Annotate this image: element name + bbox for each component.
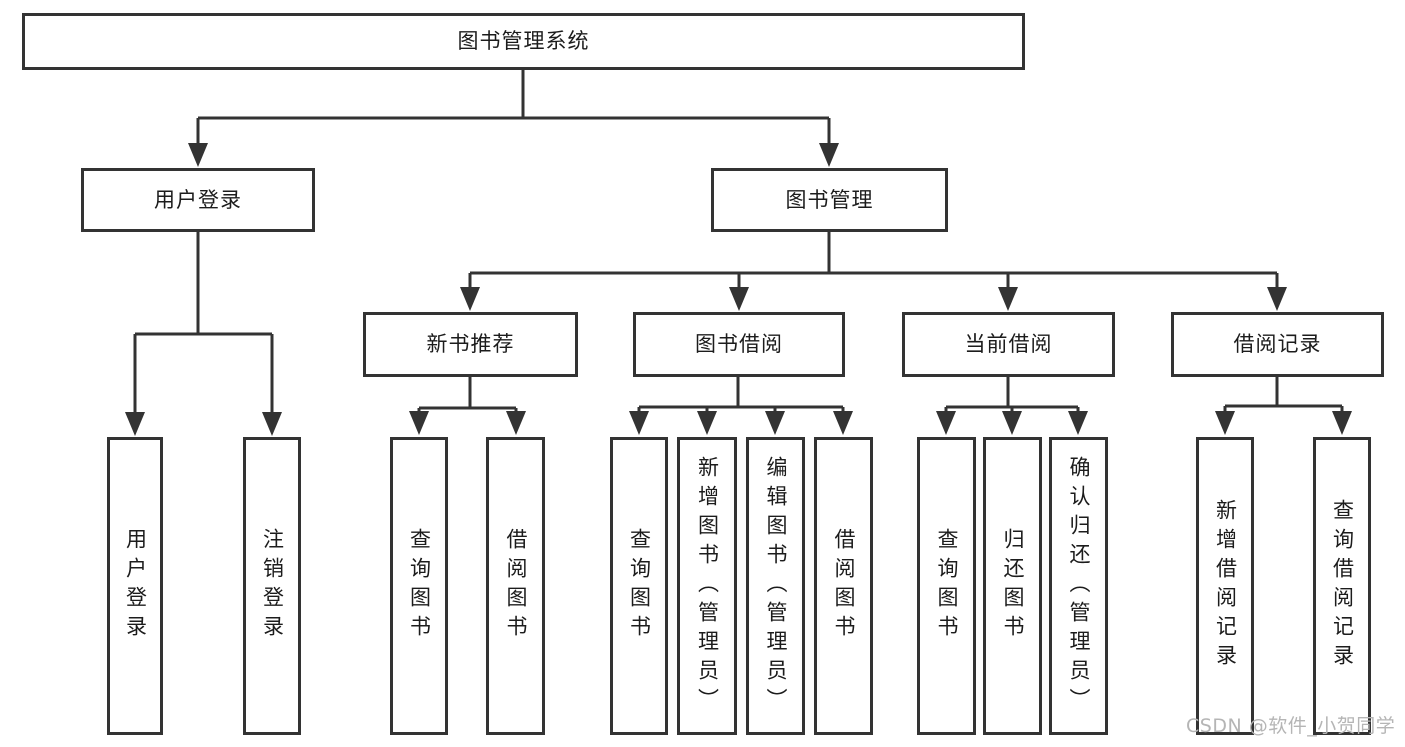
leaf-borrow-books: 借阅图书 — [814, 437, 873, 735]
csdn-watermark: CSDN @软件_小贺同学 — [1186, 715, 1396, 737]
node-current-borrow: 当前借阅 — [902, 312, 1115, 377]
arrowheads — [125, 143, 1352, 436]
leaf-query-borrow-record: 查询借阅记录 — [1313, 437, 1371, 735]
leaf-borrow-books-recommend: 借阅图书 — [486, 437, 545, 735]
node-user-login: 用户登录 — [81, 168, 315, 232]
node-new-book-recommend: 新书推荐 — [363, 312, 578, 377]
leaf-user-login: 用户登录 — [107, 437, 163, 735]
leaf-return-books: 归还图书 — [983, 437, 1042, 735]
node-borrow-records: 借阅记录 — [1171, 312, 1384, 377]
leaf-add-books-admin: 新增图书（管理员） — [677, 437, 737, 735]
leaf-query-books-borrow: 查询图书 — [610, 437, 668, 735]
leaf-query-books-current: 查询图书 — [917, 437, 976, 735]
node-root-system: 图书管理系统 — [22, 13, 1025, 70]
leaf-query-books-recommend: 查询图书 — [390, 437, 448, 735]
node-book-borrow: 图书借阅 — [633, 312, 845, 377]
leaf-add-borrow-record: 新增借阅记录 — [1196, 437, 1254, 735]
node-book-management: 图书管理 — [711, 168, 948, 232]
leaf-logout: 注销登录 — [243, 437, 301, 735]
leaf-edit-books-admin: 编辑图书（管理员） — [746, 437, 805, 735]
leaf-confirm-return-admin: 确认归还（管理员） — [1049, 437, 1108, 735]
